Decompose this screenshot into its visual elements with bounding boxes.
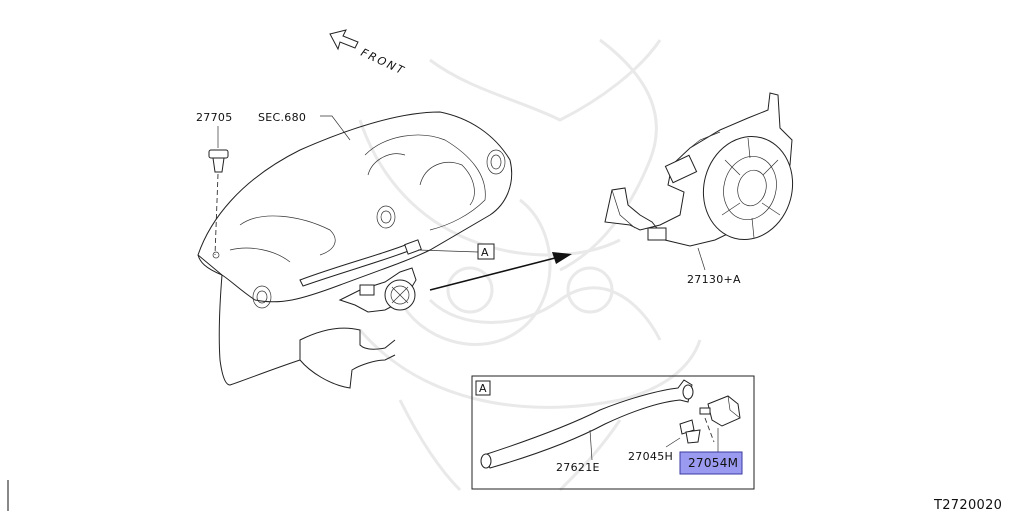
part-27705-clip[interactable]: 27705 — [196, 111, 233, 256]
part-27621e-label: 27621E — [556, 461, 600, 474]
part-27621e-hose[interactable]: 27621E — [480, 379, 694, 474]
instrument-panel — [197, 111, 513, 389]
detail-a-label: A — [479, 382, 487, 395]
sec-680-label: SEC.680 — [258, 111, 306, 124]
part-27130-label: 27130+A — [687, 273, 741, 286]
front-label: FRONT — [359, 46, 408, 78]
part-27054m-highlight — [679, 451, 743, 475]
clip-head-icon — [208, 149, 229, 159]
front-arrow-icon — [329, 29, 359, 51]
part-27045h-screw[interactable]: 27045H — [628, 419, 701, 463]
detail-a-panel: A 27621E 27045H 27054M — [471, 375, 755, 490]
part-27705-label: 27705 — [196, 111, 233, 124]
callout-a-marker[interactable]: A — [417, 243, 495, 260]
part-27130-heater-control[interactable] — [604, 92, 804, 271]
pointer-arrow — [429, 252, 572, 291]
callout-a-label: A — [481, 246, 489, 259]
part-27045h-label: 27045H — [628, 450, 673, 463]
part-27054m-label: 27054M — [688, 456, 738, 470]
front-direction-arrow: FRONT — [329, 29, 408, 78]
diagram-id-label: T2720020 — [933, 498, 1002, 511]
watermark-emblem — [358, 38, 702, 492]
part-27054m-sensor[interactable]: 27054M — [679, 395, 743, 475]
